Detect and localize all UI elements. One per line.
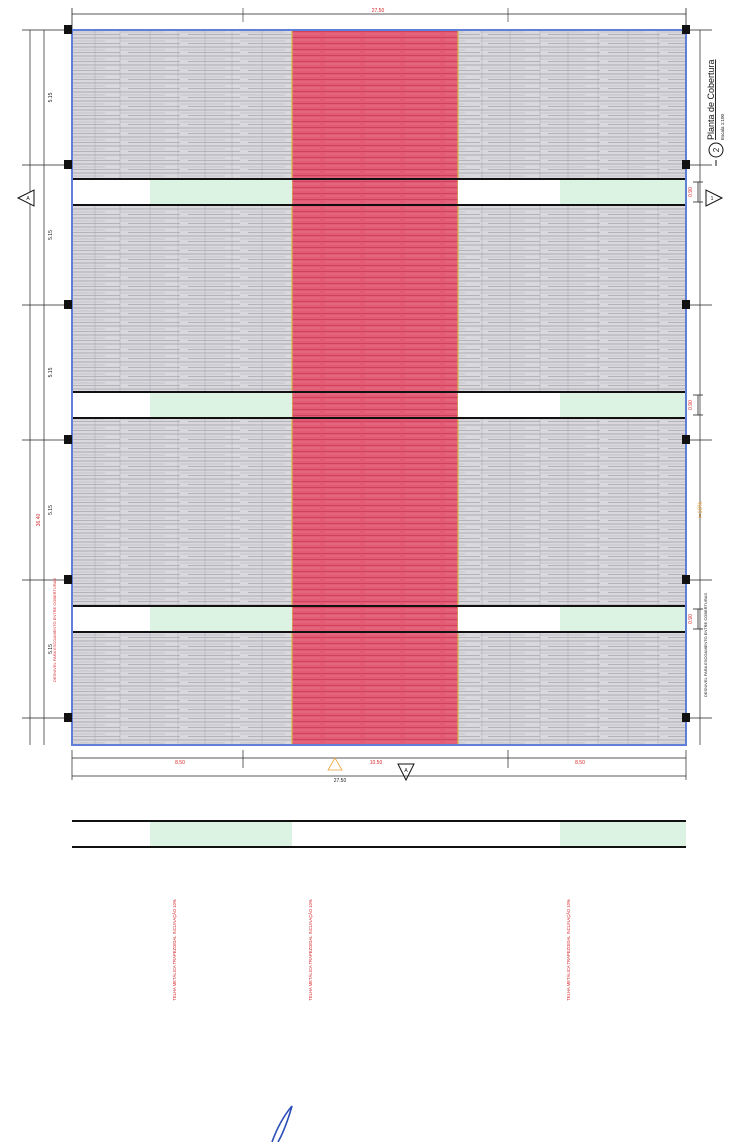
- column-marker: [682, 300, 690, 309]
- skylight-dim-label: 0.90: [688, 187, 694, 197]
- section-marker-right-label: 1: [711, 196, 714, 202]
- bottom-note-3: TELHA METÁLICA TRAPEZOIDAL INCLINAÇÃO 10…: [566, 899, 571, 1001]
- pen-mark: [271, 1105, 293, 1142]
- left-dimension-ticks: 5.15 5.15 5.15 5.15 5.15: [22, 29, 712, 719]
- skylight-band-3: [72, 605, 686, 633]
- skylight-dim-label: 0.90: [688, 614, 694, 624]
- left-dimension-chain: [29, 30, 45, 745]
- column-marker: [682, 160, 690, 169]
- view-title-block: 2 Planta de Cobertura Escala 1:100: [706, 59, 725, 166]
- section-marker-bottom: A: [397, 763, 415, 782]
- column-marker: [682, 575, 690, 584]
- section-marker-left-label: A: [26, 196, 30, 202]
- view-number: 2: [712, 147, 721, 152]
- center-ridge-strip: [292, 30, 458, 745]
- left-segment-dim: 5.15: [48, 367, 54, 377]
- skylight-band-1: [72, 178, 686, 206]
- column-marker: [64, 25, 72, 34]
- left-total-dim: 36.40: [36, 514, 42, 527]
- view-title: Planta de Cobertura: [706, 59, 716, 140]
- column-marker: [64, 713, 72, 722]
- column-marker: [64, 160, 72, 169]
- slope-callout-icon: [327, 757, 343, 771]
- skylight-band-2: [72, 391, 686, 419]
- section-marker-bottom-label: A: [404, 768, 408, 774]
- skylight-dimension-marks: 0.90 0.90 0.90: [688, 181, 703, 630]
- left-segment-dim: 5.15: [48, 644, 54, 654]
- view-number-bubble: [708, 142, 724, 158]
- column-marker: [64, 575, 72, 584]
- bottom-dim-1: 8.50: [175, 760, 185, 766]
- bottom-dim-2: 10.50: [370, 760, 383, 766]
- skylight-band-4: [72, 820, 686, 848]
- bottom-dim-3: 8.50: [575, 760, 585, 766]
- roof-body: [71, 29, 687, 848]
- left-segment-dim: 5.15: [48, 505, 54, 515]
- right-vertical-note: DESNIVEL PARA ESCOAMENTO ENTRE COBERTURA…: [703, 593, 708, 697]
- bottom-dimension-line: [71, 750, 687, 780]
- section-marker-left: A: [16, 189, 35, 207]
- bottom-note-2: TELHA METÁLICA TRAPEZOIDAL INCLINAÇÃO 10…: [308, 899, 313, 1001]
- roof-outline: [71, 29, 687, 746]
- column-marker: [682, 435, 690, 444]
- column-marker: [64, 435, 72, 444]
- column-markers: [64, 25, 690, 722]
- overall-dimension-label: 27.50: [372, 8, 385, 14]
- left-segment-dim: 5.15: [48, 230, 54, 240]
- column-marker: [682, 713, 690, 722]
- column-marker: [682, 25, 690, 34]
- view-scale: Escala 1:100: [720, 113, 725, 140]
- bottom-total-dim: 27.50: [334, 778, 347, 784]
- left-vertical-note: DESNIVEL PARA ESCOAMENTO ENTRE COBERTURA…: [52, 578, 57, 682]
- top-dimension-line: 27.50: [71, 8, 687, 30]
- bottom-note-1: TELHA METÁLICA TRAPEZOIDAL INCLINAÇÃO 10…: [172, 899, 177, 1001]
- skylight-dim-label: 0.90: [688, 400, 694, 410]
- section-marker-right: 1: [705, 189, 724, 207]
- left-segment-dim: 5.15: [48, 92, 54, 102]
- slope-note: i=10%: [698, 501, 704, 519]
- column-marker: [64, 300, 72, 309]
